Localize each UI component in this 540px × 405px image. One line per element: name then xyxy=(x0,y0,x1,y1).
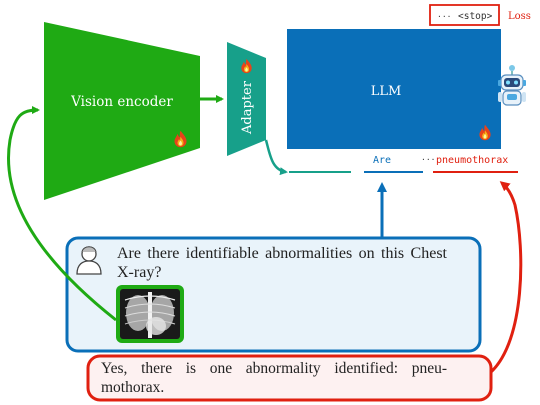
xray-image xyxy=(116,285,184,343)
adapter-label: Adapter xyxy=(240,80,255,135)
stop-token: <stop> xyxy=(458,11,493,22)
answer-box xyxy=(86,354,493,402)
llm-block: LLM xyxy=(287,29,501,149)
vision-encoder-block: Vision encoder xyxy=(44,22,200,200)
robot-icon xyxy=(498,65,526,106)
llm-label: LLM xyxy=(371,84,402,99)
vision-encoder-label: Vision encoder xyxy=(70,94,173,110)
adapter-block: Adapter xyxy=(227,42,266,156)
token-are: Are xyxy=(373,155,391,166)
target-box: ··· <stop> xyxy=(429,4,500,26)
target-ellipsis: ··· xyxy=(437,12,451,21)
token-pneumothorax: pneumothorax xyxy=(436,155,508,166)
user-icon xyxy=(76,246,102,275)
loss-label: Loss xyxy=(508,11,531,22)
output-tokens: Are ··· pneumothorax xyxy=(289,155,518,173)
token-ellipsis: ··· xyxy=(421,155,435,164)
adapter-to-tokens-arrow xyxy=(264,139,288,176)
question-text: Are there identifiable abnormalities on … xyxy=(117,245,447,281)
answer-to-token-arrow xyxy=(489,181,523,374)
xray-to-encoder-arrow xyxy=(7,106,117,322)
answer-text: Yes, there is one abnormality identified… xyxy=(101,360,447,396)
